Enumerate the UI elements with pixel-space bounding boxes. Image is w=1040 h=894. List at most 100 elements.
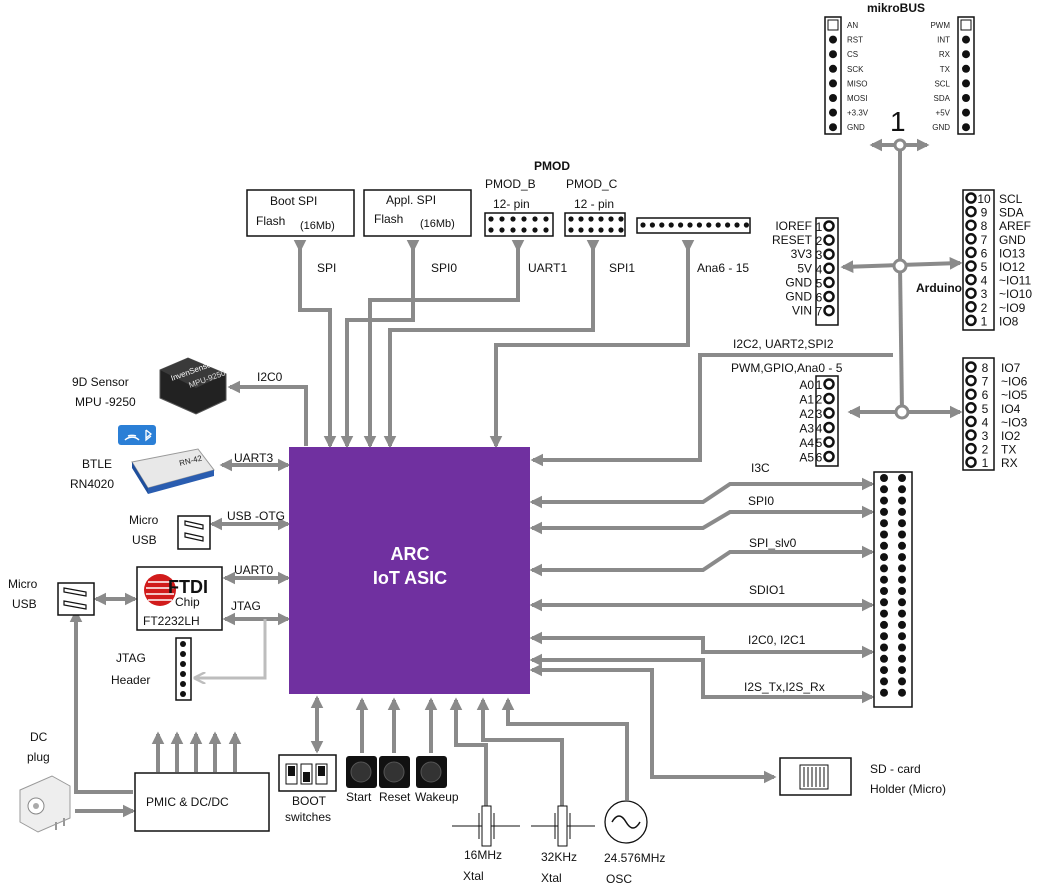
arduino-digital-low-num-1: 7 [982,375,989,389]
expansion-pin [880,587,888,595]
label-i2c2: I2C2, UART2,SPI2 [733,337,834,351]
expansion-pin [898,620,906,629]
xtal16-line1: 16MHz [464,848,502,862]
ftdi-label: FT2232LH [143,614,200,628]
analog-header-pin [743,222,750,228]
label-sdio1: SDIO1 [749,583,785,597]
expansion-pin [898,575,906,584]
mikrobus-pin [962,50,970,59]
label-i2s: I2S_Tx,I2S_Rx [744,680,825,694]
mikrobus-left-pin-label-5: MOSI [847,94,867,103]
arduino-power-label-5: GND [785,290,812,304]
arduino-digital-high-pin [965,205,977,218]
arduino-digital-high-pin [965,301,977,313]
arduino-analog-pin [823,407,835,419]
xtal-16mhz: 16MHz Xtal [452,805,520,883]
pmod-section: PMOD PMOD_B PMOD_C 12- pin 12 - pin [484,159,751,237]
arduino-digital-high-num-2: 8 [981,219,988,233]
micro-usb2-line1: Micro [8,577,38,591]
mikrobus-left-pin-label-7: GND [847,123,865,132]
pmod-c-pin [588,216,594,222]
sd-line2: Holder (Micro) [870,782,946,796]
jtag-header-pin [180,641,186,647]
jtag-header-pin [180,691,186,697]
arduino-power-pin [823,262,835,275]
mikrobus-right-pin-label-6: +5V [936,109,951,118]
micro-usb1-line1: Micro [129,513,159,527]
arduino-digital-high-pin [965,246,977,259]
expansion-pin [898,530,906,539]
expansion-pin [880,643,888,652]
appl-flash-line1: Appl. SPI [386,193,436,207]
expansion-pin [898,666,906,675]
sd-card-holder: SD - card Holder (Micro) [779,757,946,796]
label-uart3: UART3 [234,451,273,465]
pmod-b-pin [499,227,505,233]
mikrobus-title: mikroBUS [867,1,925,15]
mikrobus-pin [829,94,837,102]
label-spi1: SPI1 [609,261,635,275]
expansion-pin [880,474,888,482]
expansion-pin [898,485,906,494]
expansion-pin [880,541,888,550]
asic-title-line2: IoT ASIC [373,568,447,588]
micro-usb1-line2: USB [132,533,157,547]
xtal-32khz: 32KHz Xtal [531,805,595,885]
osc-24mhz: 24.576MHz OSC [604,800,665,886]
mikrobus-pin [829,64,837,73]
label-i2c01: I2C0, I2C1 [748,633,806,647]
btle-line2: RN4020 [70,477,114,491]
arduino-digital-low-label-2: ~IO5 [1001,388,1028,402]
analog-header-pin [678,222,684,228]
arduino-analog-label-1: A1 [799,393,814,407]
label-i3c: I3C [751,461,770,475]
expansion-pin [898,654,906,663]
expansion-pin [898,496,906,505]
expansion-header-2x20 [873,471,913,708]
arduino-digital-low-pin [965,361,977,373]
sd-line1: SD - card [870,762,921,776]
arduino-digital-high-label-4: IO13 [999,246,1025,260]
dc-jack-image [19,775,71,833]
arduino-digital-low-num-2: 6 [982,388,989,402]
arduino-analog-pin [823,421,835,434]
expansion-pin [880,677,888,686]
pmod-b-pins: 12- pin [493,197,530,211]
ftdi-logo-text1: FTDI [168,577,208,597]
arduino-digital-low-label-5: IO2 [1001,429,1021,443]
pmod-c-pin [568,216,574,222]
arduino-power-pin [823,276,835,289]
mikrobus-pin [962,94,970,102]
arduino-digital-low-label-1: ~IO6 [1001,375,1028,389]
boot-switches-line2: switches [285,810,331,824]
arduino-digital-high-pin [965,273,977,286]
mikrobus-right-pin-label-7: GND [932,123,950,132]
ftdi-logo: FTDI Chip [144,574,208,609]
expansion-pin [898,474,906,482]
mikrobus-pin [829,108,837,117]
pmod-c-pin [608,227,614,233]
arduino-power-label-0: IOREF [775,219,812,233]
mpu-chip-image: InvenSense MPU-9250 [159,357,227,415]
expansion-pin [880,620,888,629]
arduino-digital-high-pin [965,314,977,327]
analog-header [636,217,751,234]
arduino-digital-high-label-7: ~IO10 [999,287,1032,301]
pmod-b-pin [510,227,516,233]
osc-line2: OSC [606,872,632,886]
analog-header-pin [640,222,646,228]
btle-module: RN-42 BTLE RN4020 [70,425,215,494]
label-usb-otg: USB -OTG [227,509,285,523]
arduino-title: Arduino [916,281,962,295]
pmod-c-pin [618,227,624,233]
mikrobus-right-pin-label-2: RX [939,50,951,59]
expansion-pin [898,677,906,686]
pmod-b-pin [499,216,505,222]
arduino-power-pin [823,304,835,317]
pmod-c-header [564,212,626,237]
jtag-header-line2: Header [111,673,150,687]
arduino-digital-high-num-9: 1 [981,314,988,328]
arduino-power-pin [823,220,835,232]
arduino-digital-high-label-8: ~IO9 [999,301,1026,315]
label-uart1: UART1 [528,261,567,275]
